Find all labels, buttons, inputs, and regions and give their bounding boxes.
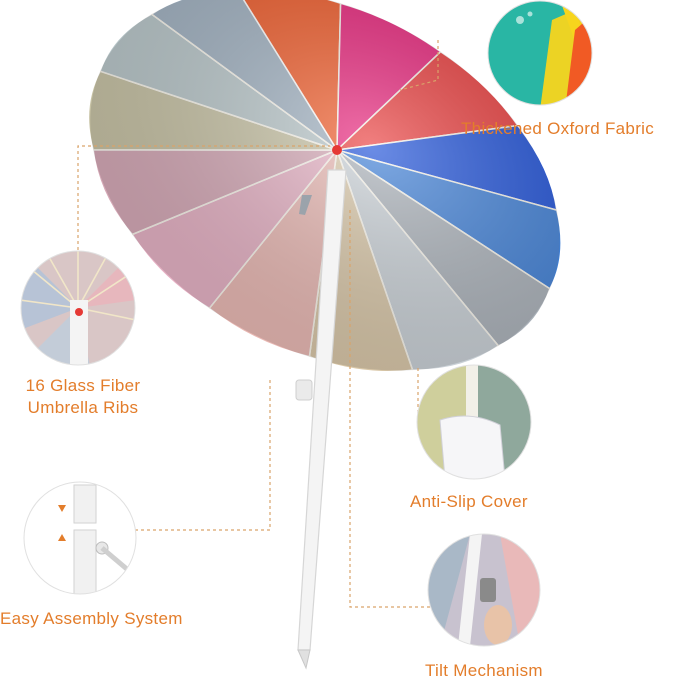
tilt-closeup-icon bbox=[427, 533, 541, 647]
canopy-shading bbox=[90, 0, 560, 371]
assembly-closeup-icon bbox=[23, 481, 137, 595]
cover-closeup-icon bbox=[416, 364, 532, 480]
ribs-label-line1: 16 Glass Fiber bbox=[25, 376, 141, 395]
leader-lines bbox=[77, 40, 439, 608]
ribs-closeup-icon bbox=[20, 250, 136, 366]
fabric-feature-label: Thickened Oxford Fabric bbox=[461, 119, 655, 138]
assembly-feature-label: Easy Assembly System bbox=[0, 609, 183, 628]
ribs-label-line2: Umbrella Ribs bbox=[27, 398, 139, 417]
umbrella-pole bbox=[295, 145, 347, 670]
umbrella-canopy bbox=[87, 0, 562, 373]
cover-feature-label: Anti-Slip Cover bbox=[410, 492, 528, 511]
ribs-feature-label: 16 Glass Fiber Umbrella Ribs bbox=[8, 375, 158, 419]
tilt-feature-label: Tilt Mechanism bbox=[425, 661, 543, 679]
fabric-closeup-icon bbox=[487, 0, 593, 106]
